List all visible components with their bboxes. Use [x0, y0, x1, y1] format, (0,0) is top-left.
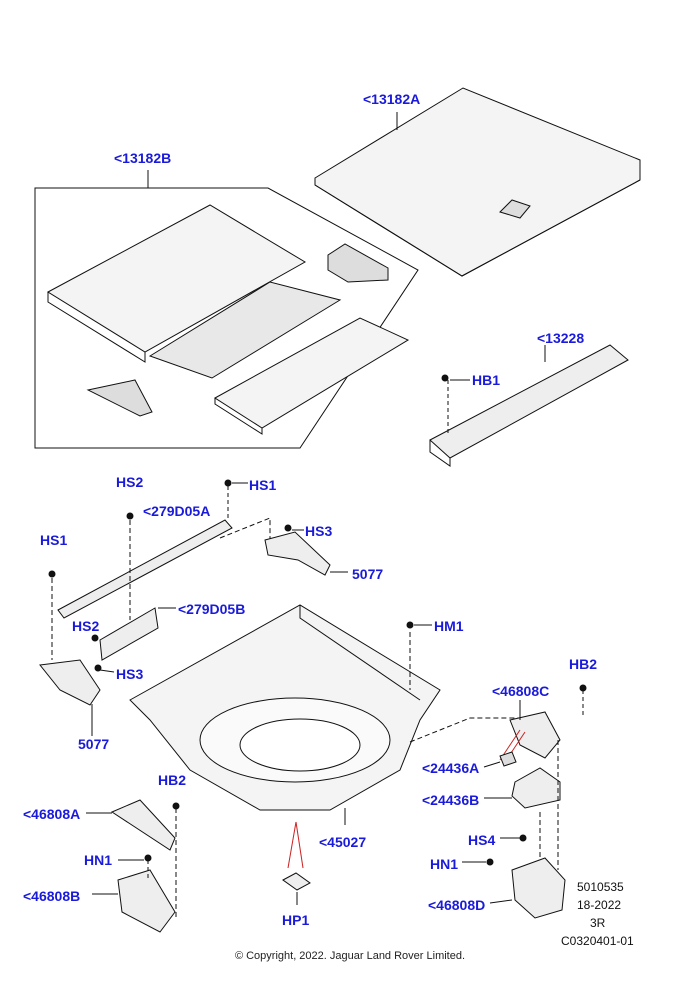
bracket-46808d: [511, 857, 566, 919]
callout-13228[interactable]: <13228: [537, 330, 585, 346]
callout-hm1[interactable]: HM1: [434, 618, 464, 634]
callout-5077-right[interactable]: 5077: [352, 566, 384, 582]
callout-24436b[interactable]: <24436B: [422, 792, 480, 808]
load-floor-panel-13182b: [47, 204, 306, 353]
bracket-279d05a: [57, 519, 233, 619]
callout-46808c[interactable]: <46808C: [492, 683, 550, 699]
callout-46808a[interactable]: <46808A: [23, 806, 81, 822]
callout-hs3-left[interactable]: HS3: [116, 666, 144, 682]
callout-hs3-top[interactable]: HS3: [305, 523, 333, 539]
bracket-46808b: [117, 869, 176, 933]
clip-24436a: [499, 751, 517, 767]
callout-5077-left[interactable]: 5077: [78, 736, 110, 752]
callout-13182a[interactable]: <13182A: [363, 91, 421, 107]
pad-hp1: [282, 872, 311, 891]
callout-13182b[interactable]: <13182B: [114, 150, 172, 166]
callout-279d05a[interactable]: <279D05A: [143, 503, 211, 519]
callout-hb1[interactable]: HB1: [472, 372, 501, 388]
callout-hs2-top[interactable]: HS2: [116, 474, 144, 490]
harness-5077-left: [39, 659, 101, 706]
bracket-a: [86, 379, 153, 417]
callout-hn1-left[interactable]: HN1: [84, 852, 113, 868]
bracket-24436b: [511, 767, 561, 809]
meta-ref: C0320401-01: [561, 934, 634, 948]
callout-24436a[interactable]: <24436A: [422, 760, 480, 776]
harness-5077-right: [264, 531, 331, 576]
bracket-46808a: [110, 799, 176, 851]
bracket-b: [327, 243, 389, 283]
scuff-plate-13228: [429, 344, 629, 459]
callout-hb2-right[interactable]: HB2: [569, 656, 598, 672]
meta-code: 3R: [590, 916, 606, 930]
meta-date: 18-2022: [577, 898, 622, 912]
callout-hs2-left[interactable]: HS2: [72, 618, 100, 634]
callout-46808b[interactable]: <46808B: [23, 888, 81, 904]
callout-hs4[interactable]: HS4: [468, 832, 496, 848]
callout-279d05b[interactable]: <279D05B: [178, 601, 246, 617]
load-floor-panel-13182a: [314, 87, 641, 277]
bracket-279d05b: [99, 607, 159, 661]
callout-hn1-right[interactable]: HN1: [430, 856, 459, 872]
callout-45027[interactable]: <45027: [319, 834, 367, 850]
callout-hb2-left[interactable]: HB2: [158, 772, 187, 788]
bracket-46808c: [509, 711, 561, 759]
callout-hs1-left[interactable]: HS1: [40, 532, 68, 548]
callout-hs1-top[interactable]: HS1: [249, 477, 277, 493]
meta-number: 5010535: [577, 880, 624, 894]
callout-hp1[interactable]: HP1: [282, 912, 310, 928]
callout-46808d[interactable]: <46808D: [428, 897, 486, 913]
copyright-text: © Copyright, 2022. Jaguar Land Rover Lim…: [234, 950, 466, 962]
